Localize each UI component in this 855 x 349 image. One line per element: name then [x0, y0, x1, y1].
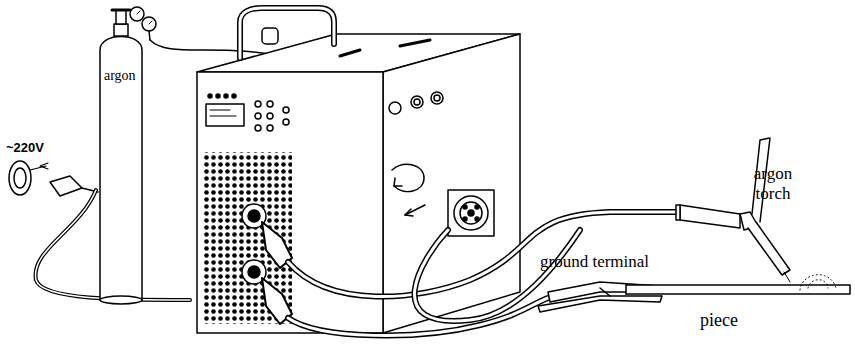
- argon-cylinder: [100, 7, 156, 304]
- rotation-symbol-part: [405, 209, 413, 216]
- control-panel-part: [210, 110, 236, 116]
- argon-torch-part: [680, 205, 740, 228]
- part-label: ground terminal: [540, 252, 750, 272]
- control-panel-part: [232, 94, 236, 98]
- wall-outlet-part: [30, 166, 46, 170]
- welding-machine-part: [240, 8, 334, 58]
- ground-clamp-part: [538, 296, 662, 312]
- ground-cable-part: [288, 298, 548, 335]
- output-sockets: [242, 204, 292, 324]
- part-label: argon torch: [740, 164, 806, 204]
- argon-torch: [676, 138, 790, 282]
- argon-cylinder-part: [149, 31, 150, 40]
- welding-machine: [197, 8, 520, 333]
- torch-connector-part: [460, 202, 482, 224]
- torch-connector-part: [454, 196, 488, 230]
- control-panel-part: [267, 101, 273, 107]
- wall-outlet: [9, 161, 48, 195]
- wall-outlet-part: [9, 161, 31, 195]
- welding-arc: [800, 275, 836, 290]
- part-label: piece: [700, 310, 780, 331]
- control-panel-part: [389, 102, 401, 114]
- argon-torch-part: [676, 205, 680, 220]
- control-panel: [206, 92, 443, 131]
- control-panel-part: [216, 94, 220, 98]
- welding-machine-part: [340, 40, 430, 56]
- output-sockets-part: [248, 210, 260, 222]
- fan-grille: [204, 152, 292, 324]
- control-panel-part: [434, 95, 440, 101]
- ground-clamp-part: [600, 288, 610, 296]
- welding-machine-part: [240, 8, 334, 58]
- ground-cable-part: [288, 298, 548, 335]
- power-plug-part: [50, 176, 82, 196]
- control-panel-part: [255, 113, 261, 119]
- control-panel-part: [255, 101, 261, 107]
- rotation-symbol-part: [394, 178, 402, 186]
- torch-connector: [448, 190, 494, 236]
- argon-torch-part: [784, 272, 790, 282]
- control-panel-part: [206, 104, 244, 126]
- welding-arc-part: [800, 275, 836, 290]
- control-panel-part: [224, 94, 228, 98]
- control-panel-part: [255, 125, 261, 131]
- welder-illustration-part: [9, 7, 850, 335]
- control-panel-part: [411, 96, 423, 108]
- argon-cylinder-part: [100, 296, 142, 304]
- part-label: ~220V: [6, 140, 76, 155]
- rotation-symbol: [392, 164, 425, 216]
- control-panel-part: [208, 94, 212, 98]
- ground-cable: [288, 298, 548, 335]
- torch-connector-part: [468, 210, 474, 216]
- rotation-symbol-part: [405, 205, 425, 215]
- torch-connector-part: [448, 190, 494, 236]
- torch-connector-part: [463, 205, 467, 209]
- argon-cylinder-part: [116, 10, 126, 24]
- argon-cylinder-part: [137, 11, 152, 24]
- wall-outlet-part: [40, 163, 48, 169]
- control-panel-part: [267, 125, 273, 131]
- argon-cylinder-part: [112, 9, 130, 12]
- welding-machine-part: [262, 28, 278, 44]
- welding-arc-part: [808, 280, 828, 288]
- output-sockets-part: [248, 266, 260, 278]
- fan-grille-part: [204, 152, 292, 324]
- torch-connector-part: [475, 205, 479, 209]
- control-panel-part: [283, 119, 289, 125]
- work-piece-part: [626, 285, 850, 294]
- argon-torch-part: [748, 222, 790, 275]
- rotation-symbol-part: [392, 164, 424, 191]
- control-panel-part: [431, 92, 443, 104]
- control-panel-part: [283, 107, 289, 113]
- torch-connector-part: [463, 217, 467, 221]
- control-panel-part: [414, 99, 420, 105]
- torch-connector-part: [475, 217, 479, 221]
- argon-cylinder-part: [114, 24, 128, 36]
- work-piece: [626, 285, 850, 294]
- work-piece-part: [625, 285, 627, 294]
- wall-outlet-part: [14, 168, 26, 188]
- control-panel-part: [267, 113, 273, 119]
- part-label: argon: [104, 68, 144, 84]
